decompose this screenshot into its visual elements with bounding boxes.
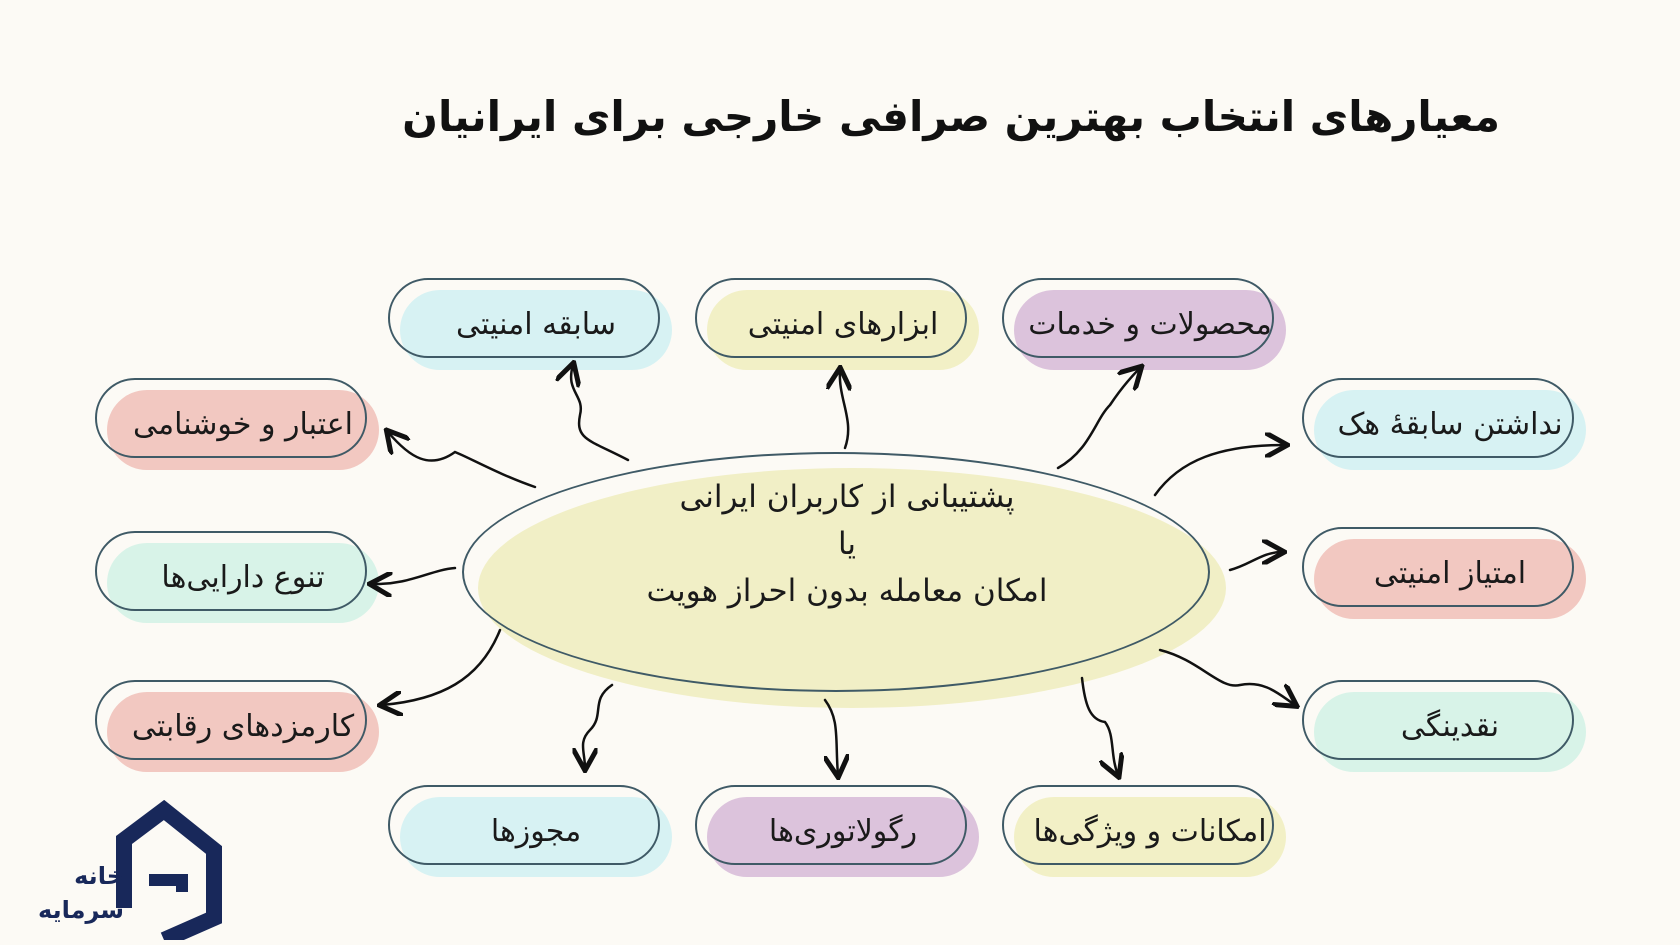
criterion-asset-variety: تنوع دارایی‌ها <box>95 531 379 623</box>
criterion-reputation: اعتبار و خوشنامی <box>95 378 379 470</box>
criterion-label: امتیاز امنیتی <box>1373 555 1527 591</box>
criterion-label: امکانات و ویژگی‌ها <box>1033 813 1267 849</box>
logo-text-line-2: سرمایه <box>38 896 124 924</box>
criterion-label: رگولاتوری‌ها <box>768 813 918 849</box>
criterion-no-hack-history: نداشتن سابقۀ هک <box>1302 378 1586 470</box>
criterion-regulatory: رگولاتوری‌ها <box>695 785 979 877</box>
criterion-label: سابقه امنیتی <box>456 306 616 342</box>
criterion-label: نداشتن سابقۀ هک <box>1337 406 1563 442</box>
criterion-label: مجوزها <box>490 813 582 849</box>
criterion-label: تنوع دارایی‌ها <box>161 559 325 595</box>
criterion-label: محصولات و خدمات <box>1028 306 1272 342</box>
criterion-features: امکانات و ویژگی‌ها <box>1002 785 1286 877</box>
central-line-2: یا <box>837 526 857 562</box>
brand-logo: خانه سرمایه <box>24 799 234 945</box>
criterion-label: نقدینگی <box>1400 708 1500 744</box>
house-logo-icon <box>116 799 222 945</box>
arrow-to-security-score <box>1228 552 1282 572</box>
criterion-competitive-fees: کارمزدهای رقابتی <box>95 680 379 772</box>
criterion-products-services: محصولات و خدمات <box>1002 278 1286 370</box>
page-title: معیارهای انتخاب بهترین صرافی خارجی برای … <box>402 92 1500 141</box>
central-line-1: پشتیبانی از کاربران ایرانی <box>679 479 1015 515</box>
criterion-label: ابزارهای امنیتی <box>747 306 939 342</box>
criterion-security-tools: ابزارهای امنیتی <box>695 278 979 370</box>
criterion-security-score: امتیاز امنیتی <box>1302 527 1586 619</box>
criterion-liquidity: نقدینگی <box>1302 680 1586 772</box>
criterion-security-history: سابقه امنیتی <box>388 278 672 370</box>
arrow-to-security-tools <box>840 370 848 450</box>
central-criterion: پشتیبانی از کاربران ایرانی یا امکان معام… <box>462 452 1226 712</box>
central-line-3: امکان معامله بدون احراز هویت <box>646 573 1048 609</box>
criterion-label: کارمزدهای رقابتی <box>131 708 355 744</box>
logo-text-line-1: خانه <box>74 862 124 890</box>
arrow-to-security-history <box>571 365 630 462</box>
criterion-licenses: مجوزها <box>388 785 672 877</box>
criterion-label: اعتبار و خوشنامی <box>133 406 353 442</box>
